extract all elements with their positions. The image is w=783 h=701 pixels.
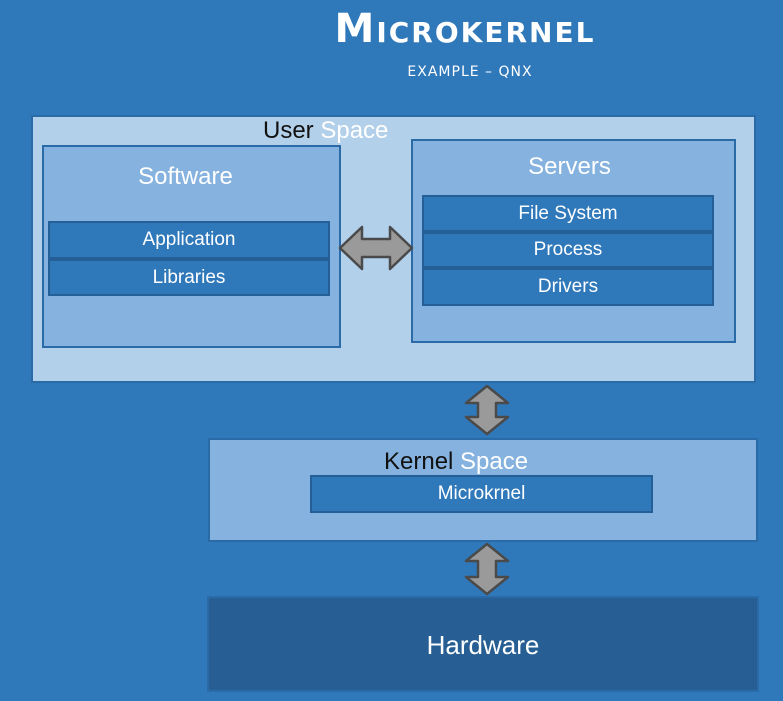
servers-title: Servers [528, 153, 611, 180]
double-arrow-vertical-icon [464, 384, 510, 436]
user-space-label: User Space [263, 117, 388, 145]
user-space-label-first: User [263, 117, 314, 144]
software-title: Software [138, 163, 233, 190]
double-arrow-horizontal-icon [338, 225, 414, 271]
software-item-libraries: Libraries [48, 259, 330, 296]
diagram-subtitle: EXAMPLE – QNX [407, 64, 533, 80]
servers-item-process: Process [422, 232, 714, 268]
kernel-item-microkrnel: Microkrnel [310, 475, 653, 513]
kernel-space-label: Kernel Space [384, 448, 528, 476]
software-item-application: Application [48, 221, 330, 259]
servers-item-file-system: File System [422, 195, 714, 232]
double-arrow-vertical-icon [464, 542, 510, 596]
diagram-title: Microkernel [334, 6, 596, 52]
hardware-label: Hardware [426, 630, 540, 660]
servers-item-drivers: Drivers [422, 268, 714, 306]
kernel-space-label-first: Kernel [384, 448, 454, 475]
hardware-box: Hardware [207, 596, 759, 692]
user-space-label-second: Space [320, 117, 389, 144]
kernel-space-label-second: Space [460, 448, 529, 475]
